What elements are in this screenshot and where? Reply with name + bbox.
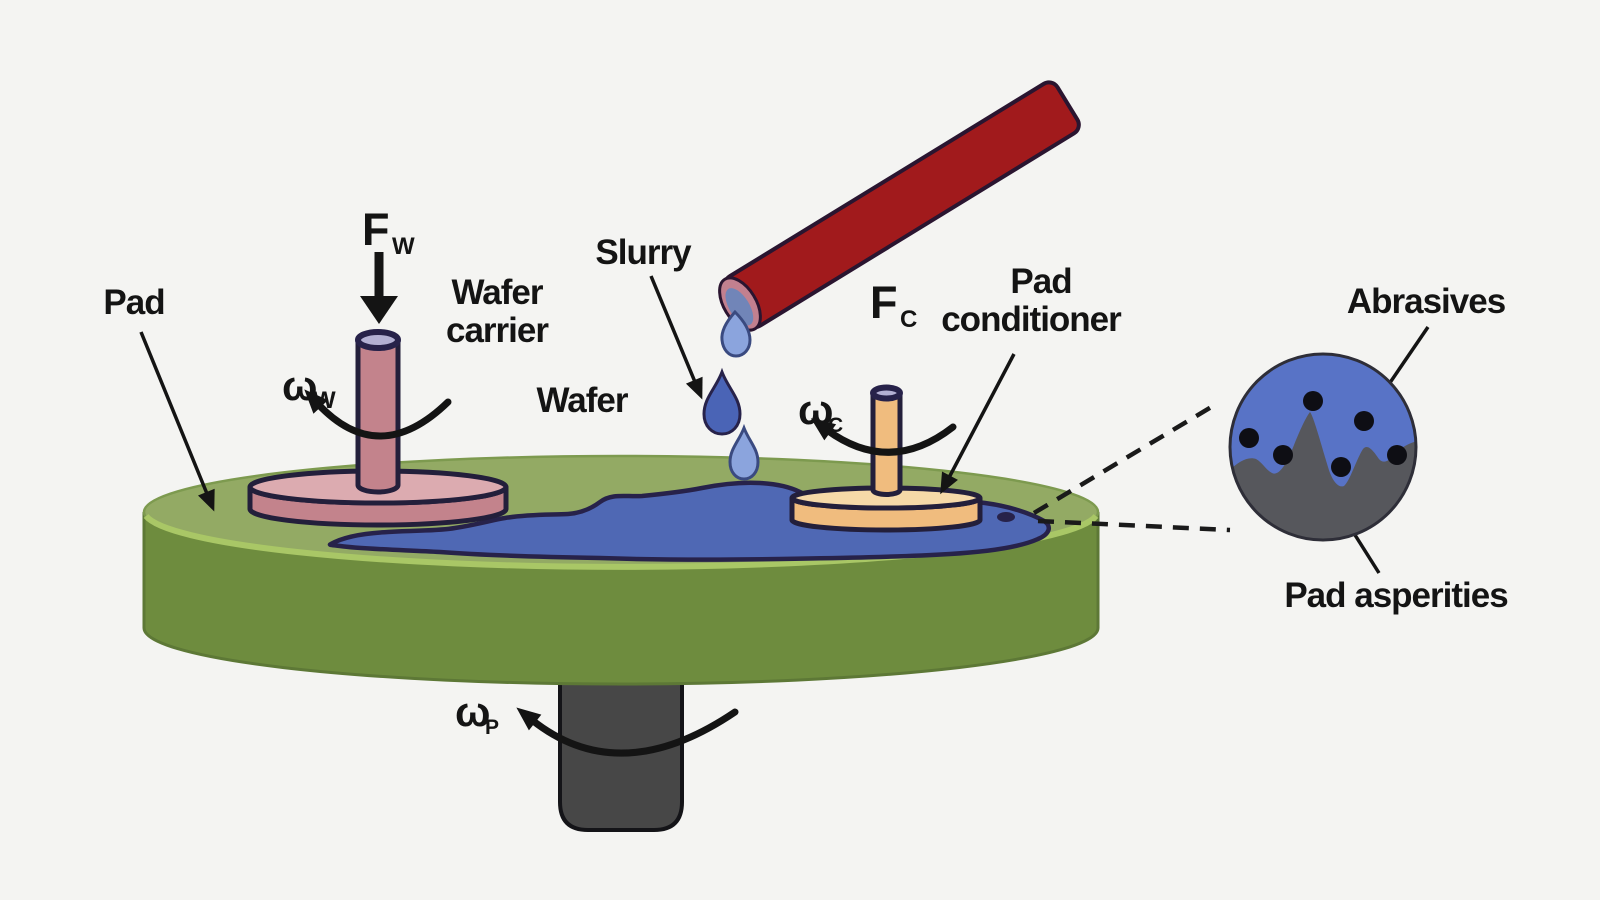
platen-shaft [558,658,684,832]
abrasive-dot [1354,411,1374,431]
force-wafer-label: F W [362,204,415,260]
wafer-carrier-label-line2: carrier [446,311,549,350]
svg-text:F: F [870,277,898,328]
inset-outline [1228,352,1418,542]
wafer-carrier-label-line1: Wafer [452,273,544,312]
slurry-drop-2 [702,367,742,436]
omega-platen-label: ω P [455,688,499,739]
abrasives-label: Abrasives [1347,282,1506,321]
abrasive-dot [1303,391,1323,411]
force-arrow-wafer [360,252,398,324]
svg-text:ω: ω [282,362,317,409]
pad-asperities-label: Pad asperities [1284,576,1508,615]
svg-text:ω: ω [798,386,833,433]
magnifier-dash-top [1032,401,1220,515]
slurry-drops [702,309,760,481]
dispenser-mouth-inner [725,288,754,326]
rotation-arrow-platen [516,707,739,757]
wafer-label: Wafer [537,381,629,420]
pad-conditioner-spindle-top [870,384,903,402]
magnifier-dash-bottom [1037,518,1231,533]
svg-text:P: P [485,716,499,739]
svg-text:W: W [392,233,415,260]
pad-leader-arrow [139,331,215,512]
abrasive-dot [1387,445,1407,465]
force-conditioner-label: F C [870,277,917,333]
rotation-arrow-conditioner [810,418,957,456]
abrasive-particles [1239,391,1407,477]
svg-text:C: C [828,414,843,437]
abrasive-dot [1331,457,1351,477]
slurry-label: Slurry [595,233,692,272]
svg-text:W: W [313,387,336,414]
pad-conditioner-label-line1: Pad [1010,262,1071,301]
omega-wafer-label: ω W [282,362,336,414]
slurry-drop-3 [728,423,760,481]
wafer-carrier [247,329,509,528]
magnified-spot [997,512,1015,522]
wafer-carrier-spindle [355,337,401,495]
slurry-leader-arrow [649,275,703,400]
inset-magnifier [1228,352,1418,542]
slurry-drop-1 [720,309,752,358]
pad-label: Pad [103,283,164,322]
pad-conditioner [789,384,983,533]
abrasive-dot [1239,428,1259,448]
abrasive-dot [1273,445,1293,465]
conditioner-leader-arrow [940,353,1016,495]
pad-conditioner-spindle [870,390,903,497]
svg-text:C: C [900,306,917,333]
svg-text:F: F [362,204,390,255]
wafer-carrier-spindle-top [355,329,401,351]
pad-conditioner-label-line2: conditioner [941,300,1122,339]
svg-text:ω: ω [455,688,490,735]
omega-conditioner-label: ω C [798,386,843,437]
rotation-arrow-wafer [304,389,452,440]
